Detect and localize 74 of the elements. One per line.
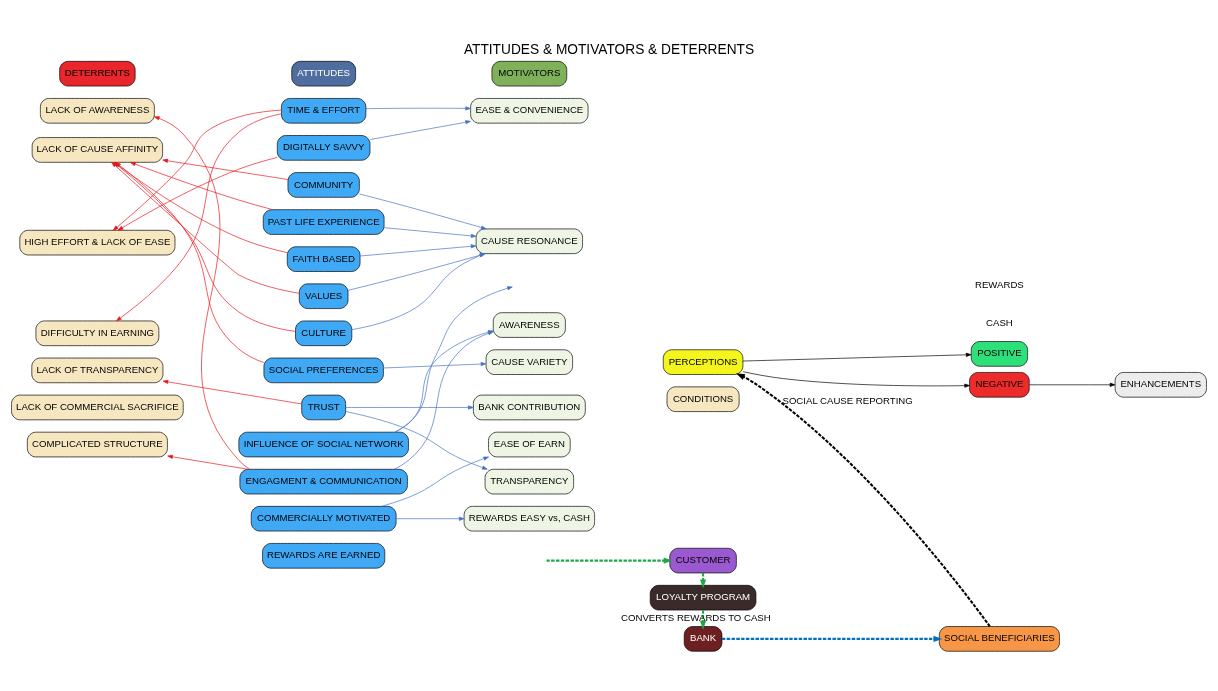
node-box: PERCEPTIONS [662, 348, 744, 375]
node-box: TRUST [301, 394, 346, 420]
node-box: CUSTOMER [669, 547, 737, 573]
node-box: ENHANCEMENTS [1114, 371, 1207, 397]
node-box: DIFFICULTY IN EARNING [35, 320, 160, 346]
node-box: MOTIVATORS [491, 60, 568, 86]
node-box: REWARDS EASY vs, CASH [463, 505, 595, 531]
node-box: CAUSE RESONANCE [475, 228, 583, 254]
arrow [345, 410, 488, 470]
legend-label: CASH [986, 316, 1013, 328]
node-box: LACK OF TRANSPARENCY [31, 357, 164, 383]
arrow [394, 285, 513, 432]
arrow [154, 115, 250, 469]
edge-label: SOCIAL CAUSE REPORTING [782, 394, 913, 406]
arrow [365, 105, 471, 110]
arrow [736, 372, 991, 627]
node-box: COMMERCIALLY MOTIVATED [250, 505, 397, 531]
node-box: FAITH BASED [286, 245, 361, 272]
arrow [130, 161, 274, 210]
arrow [347, 252, 486, 291]
arrow [359, 193, 487, 229]
node-box: AWARENESS [492, 311, 566, 338]
node-box: EASE OF EARN [488, 431, 571, 457]
node-box: HIGH EFFORT & LACK OF EASE [19, 229, 176, 255]
node-box: ENGAGMENT & COMMUNICATION [239, 468, 408, 494]
node-box: COMMUNITY [287, 171, 360, 198]
node-box: DIGITALLY SAVVY [276, 134, 371, 161]
node-box: COMPLICATED STRUCTURE [27, 431, 168, 457]
arrow [345, 404, 474, 409]
node-box: PAST LIFE EXPERIENCE [262, 208, 385, 235]
node-box: POSITIVE [970, 340, 1028, 367]
diagram-title: ATTITUDES & MOTIVATORS & DETERRENTS [463, 41, 755, 57]
node-box: BANK [683, 625, 723, 652]
node-box: LACK OF COMMERCIAL SACRIFICE [11, 394, 184, 420]
arrow [699, 609, 707, 630]
node-box: LACK OF AWARENESS [40, 97, 155, 123]
node-box: SOCIAL BENEFICIARIES [938, 625, 1060, 652]
arrow [351, 252, 485, 330]
arrow [742, 352, 972, 361]
arrow [699, 572, 707, 588]
arrow [383, 361, 487, 368]
arrow [383, 226, 477, 238]
node-box: TIME & EFFORT [281, 97, 367, 123]
node-box: BANK CONTRIBUTION [473, 394, 586, 420]
node-box: SOCIAL PREFERENCES [263, 357, 384, 383]
arrow [115, 161, 265, 363]
arrow [1029, 382, 1116, 387]
edge-label: CONVERTS REWARDS TO CASH [621, 611, 771, 623]
arrow [742, 370, 970, 388]
node-box: CAUSE VARIETY [485, 348, 573, 375]
arrow [396, 516, 465, 521]
arrow [546, 556, 673, 564]
node-box: NEGATIVE [969, 371, 1030, 397]
node-box: DETERRENTS [59, 60, 136, 86]
arrow [116, 112, 282, 321]
node-box: INFLUENCE OF SOCIAL NETWORK [238, 431, 409, 457]
legend-label: REWARDS [975, 278, 1024, 290]
node-box: LACK OF CAUSE AFFINITY [31, 136, 163, 163]
arrow [117, 156, 278, 231]
arrow [381, 456, 489, 507]
node-box: CULTURE [295, 320, 353, 346]
arrow [167, 454, 249, 470]
node-box: CONDITIONS [666, 386, 740, 412]
arrow [359, 243, 477, 256]
arrow [162, 158, 289, 180]
node-box: REWARDS ARE EARNED [262, 542, 386, 568]
arrow [369, 119, 471, 140]
node-box: TRANSPARENCY [484, 468, 574, 494]
arrow [722, 635, 943, 642]
node-box: VALUES [298, 283, 349, 309]
arrow [162, 379, 303, 404]
node-box: LOYALTY PROGRAM [649, 584, 757, 610]
node-box: EASE & CONVENIENCE [470, 97, 589, 123]
node-box: ATTITUDES [291, 60, 356, 86]
